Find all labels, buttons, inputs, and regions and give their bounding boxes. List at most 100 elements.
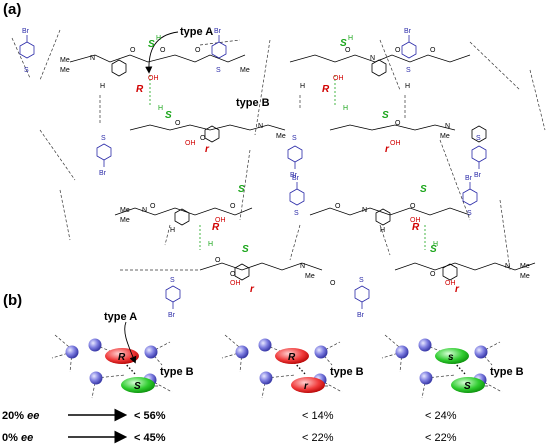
stereo-s-label: S	[242, 244, 249, 255]
o-atom-label: O	[230, 271, 236, 278]
o-atom-label: O	[215, 257, 221, 264]
stereo-s-label: S	[430, 244, 437, 255]
molecule-lower	[451, 377, 485, 393]
molecule-lower	[291, 377, 325, 393]
stereo-s-label: S	[340, 38, 347, 49]
molecule-upper-label: R	[288, 352, 296, 363]
oh-label: OH	[333, 75, 344, 82]
n-atom-label: N	[142, 207, 147, 214]
stereo-s-label: S	[420, 184, 427, 195]
me-label: Me	[276, 133, 286, 140]
o-atom-label: O	[335, 203, 341, 210]
o-atom-label: O	[175, 120, 181, 127]
br-label: Br	[290, 172, 298, 179]
stereo-r-label: R	[322, 84, 330, 95]
s-atom-label: S	[24, 67, 29, 74]
packing-ball	[144, 345, 158, 359]
packing-ball	[65, 345, 79, 359]
ee-label: 20% ee	[2, 410, 39, 422]
ee-col1-value: < 45%	[134, 432, 166, 444]
o-atom-label: O	[200, 135, 206, 142]
br-label: Br	[357, 312, 365, 319]
o-atom-label: O	[395, 47, 401, 54]
me-label: Me	[440, 133, 450, 140]
stereo-s-label: S	[382, 110, 389, 121]
molecule-lower	[121, 377, 155, 393]
stereo-r-small-label: r	[250, 284, 255, 295]
stereo-r-small-label: r	[455, 284, 460, 295]
s-atom-label: S	[467, 210, 472, 217]
h-green-label: H	[433, 241, 438, 248]
ee-col2-value: < 14%	[302, 410, 334, 422]
molecule-upper-label: s	[448, 352, 454, 363]
o-atom-label: O	[160, 47, 166, 54]
br-label: Br	[214, 28, 222, 35]
ee-col3-value: < 22%	[425, 432, 457, 444]
stereo-r-small-label: r	[385, 144, 390, 155]
br-label: Br	[474, 172, 482, 179]
me-label: Me	[240, 67, 250, 74]
stereo-r-label: R	[212, 222, 220, 233]
o-atom-label: O	[410, 203, 416, 210]
ee-row-2: 0% ee< 45%< 22%< 22%	[2, 430, 457, 444]
n-atom-label: N	[445, 123, 450, 130]
s-atom-label: S	[406, 67, 411, 74]
oh-label: OH	[148, 75, 159, 82]
molecule-lower-label: S	[134, 381, 141, 392]
oh-label: OH	[230, 280, 241, 287]
molecule-upper	[275, 348, 309, 364]
h-green-label: H	[348, 35, 353, 42]
panel-a-structure	[11, 29, 546, 309]
molecule-lower-label: S	[464, 381, 471, 392]
panel-a-label: (a)	[3, 1, 21, 18]
s-atom-label: S	[294, 210, 299, 217]
h-atom-label: H	[300, 83, 305, 90]
type-a-arrow-b	[124, 321, 137, 364]
me-label: Me	[120, 217, 130, 224]
br-label: Br	[404, 28, 412, 35]
packing-ball	[89, 371, 103, 385]
n-atom-label: N	[505, 263, 510, 270]
n-atom-label: N	[300, 263, 305, 270]
me-label: Me	[520, 273, 530, 280]
n-atom-label: N	[258, 123, 263, 130]
ee-row-1: 20% ee< 56%< 14%< 24%	[2, 408, 457, 422]
oh-label: OH	[410, 217, 421, 224]
me-label: Me	[60, 57, 70, 64]
ee-table: 20% ee< 56%< 14%< 24%0% ee< 45%< 22%< 22…	[2, 408, 457, 444]
me-label: Me	[60, 67, 70, 74]
packing-ball	[259, 371, 273, 385]
packing-ball	[88, 338, 102, 352]
br-label: Br	[292, 175, 300, 182]
h-green-label: H	[343, 105, 348, 112]
stereo-r-label: R	[412, 222, 420, 233]
h-green-label: H	[156, 35, 161, 42]
me-label: Me	[305, 273, 315, 280]
stereo-s-label: S	[238, 184, 245, 195]
br-label: Br	[465, 175, 473, 182]
o-atom-label: O	[130, 47, 136, 54]
oh-label: OH	[215, 217, 226, 224]
ee-label: 0% ee	[2, 432, 33, 444]
h-green-label: H	[158, 105, 163, 112]
stereo-s-label: S	[165, 110, 172, 121]
o-atom-label: O	[345, 47, 351, 54]
stereo-r-small-label: r	[205, 144, 210, 155]
packing-ball	[395, 345, 409, 359]
s-atom-label: S	[216, 67, 221, 74]
packing-ball	[418, 338, 432, 352]
o-atom-label: O	[195, 47, 201, 54]
packing-ball	[474, 345, 488, 359]
h-green-label: H	[208, 241, 213, 248]
s-atom-label: S	[170, 277, 175, 284]
h-atom-label: H	[405, 83, 410, 90]
packing-ball	[235, 345, 249, 359]
oh-label: OH	[445, 280, 456, 287]
s-atom-label: S	[476, 135, 481, 142]
molecule-lower-label: r	[304, 381, 309, 392]
